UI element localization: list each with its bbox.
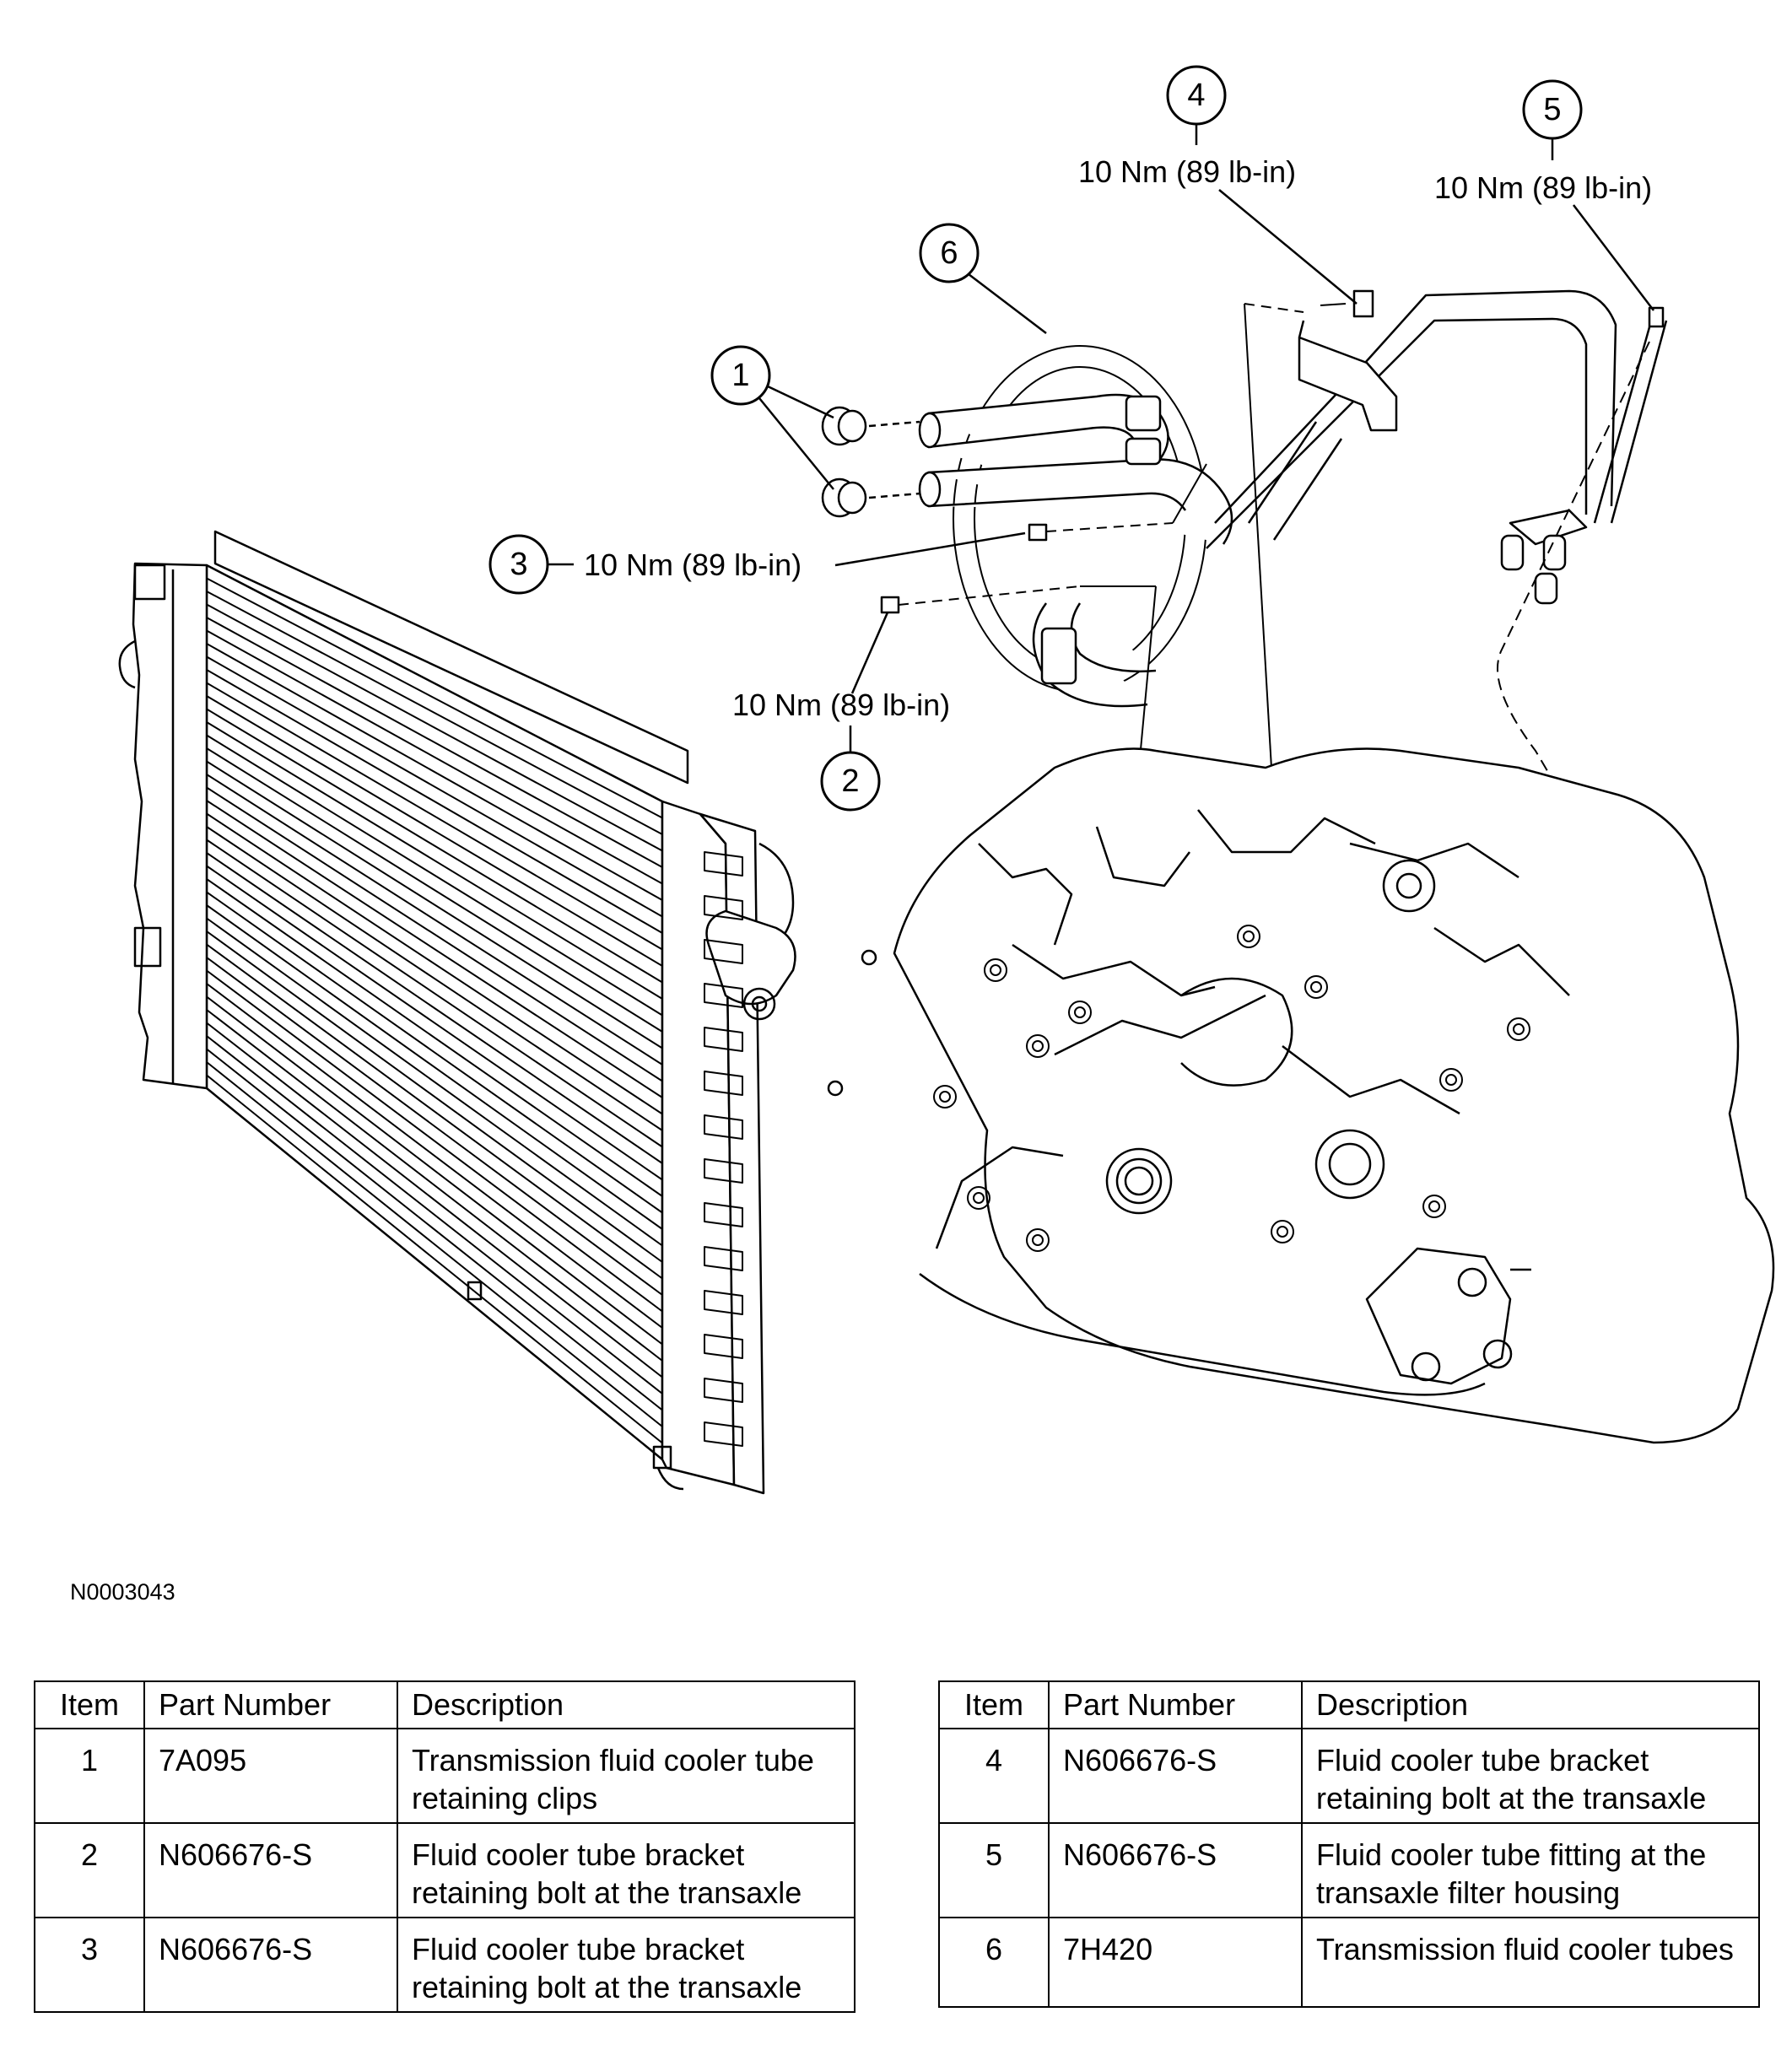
item-cell: 1	[34, 1728, 145, 1824]
description-cell: Fluid cooler tube bracket retaining bolt…	[397, 1822, 856, 1918]
column-header-item: Item	[938, 1680, 1050, 1729]
callout-3: 3 10 Nm (89 lb-in)	[488, 531, 1026, 595]
retaining-clips-illustration	[821, 406, 920, 518]
radiator-illustration	[118, 530, 796, 1495]
table-row: 1 7A095 Transmission fluid cooler tube r…	[34, 1728, 856, 1824]
table-row: 3 N606676-S Fluid cooler tube bracket re…	[34, 1917, 856, 2013]
description-cell: Fluid cooler tube bracket retaining bolt…	[397, 1917, 856, 2013]
transaxle-illustration	[827, 747, 1775, 1444]
table-header-row: Item Part Number Description	[34, 1680, 856, 1729]
column-header-part-number: Part Number	[1048, 1680, 1303, 1729]
description-cell: Transmission fluid cooler tube retaining…	[397, 1728, 856, 1824]
part-number-cell: 7H420	[1048, 1917, 1303, 2008]
svg-text:1: 1	[731, 358, 749, 393]
description-cell: Fluid cooler tube bracket retaining bolt…	[1301, 1728, 1760, 1824]
svg-text:10 Nm (89 lb-in): 10 Nm (89 lb-in)	[732, 688, 950, 722]
description-cell: Transmission fluid cooler tubes	[1301, 1917, 1760, 2008]
item-cell: 2	[34, 1822, 145, 1918]
parts-table-left: Item Part Number Description 1 7A095 Tra…	[34, 1680, 856, 2013]
part-number-cell: N606676-S	[143, 1917, 398, 2013]
column-header-item: Item	[34, 1680, 145, 1729]
column-header-description: Description	[397, 1680, 856, 1729]
svg-text:4: 4	[1187, 78, 1205, 113]
bolts-illustration	[880, 289, 1665, 1131]
table-row: 2 N606676-S Fluid cooler tube bracket re…	[34, 1822, 856, 1918]
svg-text:6: 6	[940, 235, 958, 271]
part-number-cell: N606676-S	[143, 1822, 398, 1918]
column-header-part-number: Part Number	[143, 1680, 398, 1729]
item-cell: 6	[938, 1917, 1050, 2008]
table-header-row: Item Part Number Description	[938, 1680, 1760, 1729]
callout-4: 4 10 Nm (89 lb-in)	[1078, 65, 1357, 305]
table-row: 4 N606676-S Fluid cooler tube bracket re…	[938, 1728, 1760, 1824]
parts-table-right: Item Part Number Description 4 N606676-S…	[938, 1680, 1760, 2008]
svg-text:10 Nm (89 lb-in): 10 Nm (89 lb-in)	[1434, 170, 1652, 205]
table-row: 6 7H420 Transmission fluid cooler tubes	[938, 1917, 1760, 2008]
callout-1: 1	[710, 345, 834, 490]
svg-text:10 Nm (89 lb-in): 10 Nm (89 lb-in)	[1078, 154, 1296, 189]
column-header-description: Description	[1301, 1680, 1760, 1729]
callout-6: 6	[919, 223, 1047, 334]
item-cell: 3	[34, 1917, 145, 2013]
description-cell: Fluid cooler tube fitting at the transax…	[1301, 1822, 1760, 1918]
callout-5: 5 10 Nm (89 lb-in)	[1434, 79, 1654, 311]
table-row: 5 N606676-S Fluid cooler tube fitting at…	[938, 1822, 1760, 1918]
cooler-tubes-illustration	[918, 289, 1668, 708]
callout-2: 10 Nm (89 lb-in) 2	[732, 612, 950, 812]
svg-text:3: 3	[510, 547, 527, 582]
part-number-cell: N606676-S	[1048, 1822, 1303, 1918]
item-cell: 4	[938, 1728, 1050, 1824]
svg-text:5: 5	[1543, 92, 1561, 127]
part-number-cell: N606676-S	[1048, 1728, 1303, 1824]
svg-text:2: 2	[841, 763, 859, 799]
figure-id: N0003043	[70, 1579, 175, 1605]
svg-text:10 Nm (89 lb-in): 10 Nm (89 lb-in)	[584, 548, 802, 582]
exploded-view-diagram: 4 10 Nm (89 lb-in) 5 10 Nm (89 lb-in) 6 …	[118, 65, 1775, 1495]
item-cell: 5	[938, 1822, 1050, 1918]
part-number-cell: 7A095	[143, 1728, 398, 1824]
